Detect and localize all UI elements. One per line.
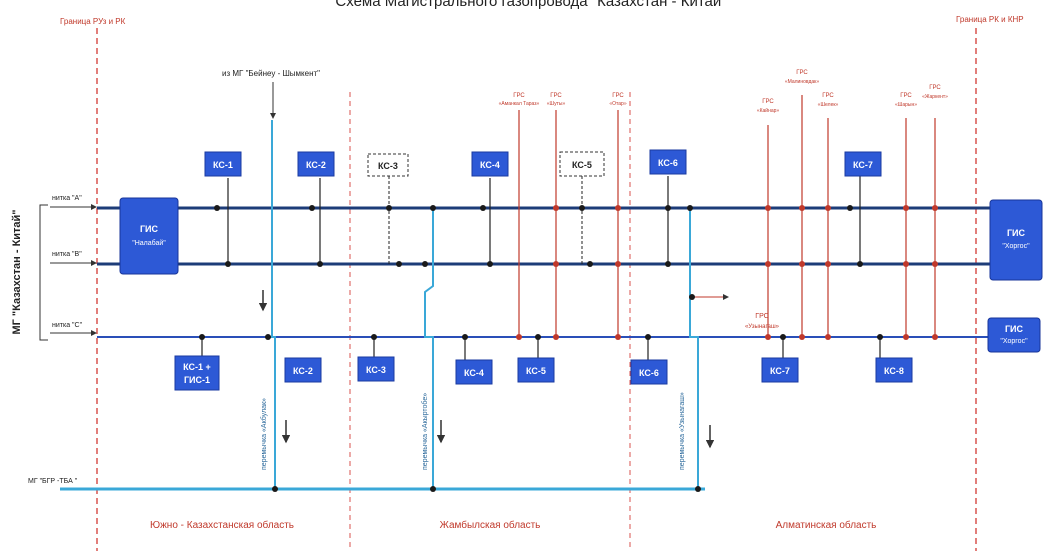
gis-khorgos-top-type: ГИС [1007, 228, 1026, 238]
ks-top-3: КС-3 [367, 153, 409, 264]
region-label-almaty: Алматинская область [776, 519, 877, 531]
grs-label-3a: ГРС [612, 93, 624, 99]
grs-label-8b: «Жаркент» [922, 94, 948, 100]
grs-label-1a: ГРС [513, 93, 525, 99]
grs-label-4a: ГРС [762, 99, 774, 105]
ks-bot-3-label: КС-3 [366, 365, 386, 375]
ks-bot-1: КС-1 + ГИС-1 [174, 337, 220, 391]
ks-bot-4-label: КС-4 [464, 368, 484, 378]
jumper-akyrtobe-line [424, 208, 434, 489]
grs-label-8a: ГРС [929, 85, 941, 91]
gis-khorgos-bot [987, 317, 1041, 353]
ks-bot-5-label: КС-5 [526, 366, 546, 376]
jumper-akbulak-label: перемычка «Акбулак» [260, 398, 268, 470]
ks-top-5: КС-5 [559, 151, 605, 264]
grs-label-2b: «Шуты» [547, 101, 566, 107]
ks-top-2: КС-2 [297, 151, 335, 264]
region-label-zhambyl: Жамбылская область [440, 519, 541, 531]
grs-label-5b: «Малиновдак» [785, 79, 820, 85]
ks-bot-7-label: КС-7 [770, 366, 790, 376]
gis-nalabai-type: ГИС [140, 224, 159, 234]
ks-bot-6-label: КС-6 [639, 368, 659, 378]
ks-top-3-label: КС-3 [378, 161, 398, 171]
ks-bot-1-label-a: КС-1 + [183, 362, 211, 372]
gis-khorgos-bot-name: "Хоргос" [1000, 338, 1028, 345]
ks-bot-6: КС-6 [630, 337, 668, 385]
ks-bot-8: КС-8 [875, 337, 913, 383]
border-left-label: Граница РУз и РК [60, 17, 126, 26]
ks-bot-2: КС-2 [284, 357, 322, 383]
grs-uzun-name: «Узынагаш» [745, 324, 780, 330]
ks-bot-7: КС-7 [761, 337, 799, 383]
gis-nalabai-name: "Налабай" [132, 239, 166, 247]
ks-top-5-label: КС-5 [572, 160, 592, 170]
from-mg-label: из МГ "Бейнеу - Шымкент" [222, 69, 320, 78]
grs-label-5a: ГРС [796, 70, 808, 76]
ks-bot-1-label-b: ГИС-1 [184, 375, 210, 385]
gis-nalabai [119, 197, 179, 275]
jumper-akbulak-line [271, 120, 276, 489]
gis-khorgos-bot-type: ГИС [1005, 324, 1024, 334]
border-right-label: Граница РК и КНР [956, 15, 1024, 24]
ks-top-6-label: КС-6 [658, 158, 678, 168]
ks-top-1-label: КС-1 [213, 160, 233, 170]
ks-top-2-label: КС-2 [306, 160, 326, 170]
ks-top-1: КС-1 [204, 151, 242, 264]
grs-junction-dots [516, 205, 938, 340]
bgr-label: МГ "БГР -ТБА " [28, 478, 78, 485]
grs-label-7b: «Шарын» [895, 102, 917, 108]
gis-khorgos-top [989, 199, 1043, 281]
gis-khorgos-top-name: "Хоргос" [1002, 243, 1030, 250]
grs-label-7a: ГРС [900, 93, 912, 99]
jumper-akyrtobe-label: перемычка «Акыртобе» [421, 393, 429, 470]
grs-uzun-type: ГРС [755, 313, 768, 320]
ks-top-4: КС-4 [471, 151, 509, 264]
grs-label-6a: ГРС [822, 93, 834, 99]
ks-bot-8-label: КС-8 [884, 366, 904, 376]
ks-bot-2-label: КС-2 [293, 366, 313, 376]
ks-top-7: КС-7 [844, 151, 882, 264]
junction-dots [199, 205, 883, 492]
grs-label-2a: ГРС [550, 93, 562, 99]
ks-top-6: КС-6 [649, 149, 687, 264]
jumper-uzun-line [689, 208, 699, 489]
diagram-title: Схема Магистрального газопровода "Казахс… [335, 0, 726, 10]
vertical-label: МГ "Казахстан - Китай" [11, 209, 23, 334]
grs-verticals [518, 95, 936, 337]
jumper-uzun-label: перемычка «Узынагаш» [679, 392, 686, 470]
grs-label-6b: «Шелек» [818, 102, 839, 108]
grs-label-3b: «Отар» [609, 101, 626, 107]
line-c-label: нитка "С" [52, 322, 83, 329]
ks-top-7-label: КС-7 [853, 160, 873, 170]
region-label-south: Южно - Казахстанская область [150, 519, 294, 531]
grs-label-4b: «Кайнар» [757, 107, 780, 114]
line-bracket [39, 204, 48, 341]
line-b-label: нитка "В" [52, 251, 82, 258]
ks-bot-5: КС-5 [517, 337, 555, 383]
ks-top-4-label: КС-4 [480, 160, 500, 170]
grs-label-1b: «Аманкал Тараз» [499, 101, 540, 107]
ks-bot-3: КС-3 [357, 337, 395, 382]
ks-bot-4: КС-4 [455, 337, 493, 385]
line-a-label: нитка "А" [52, 195, 82, 202]
